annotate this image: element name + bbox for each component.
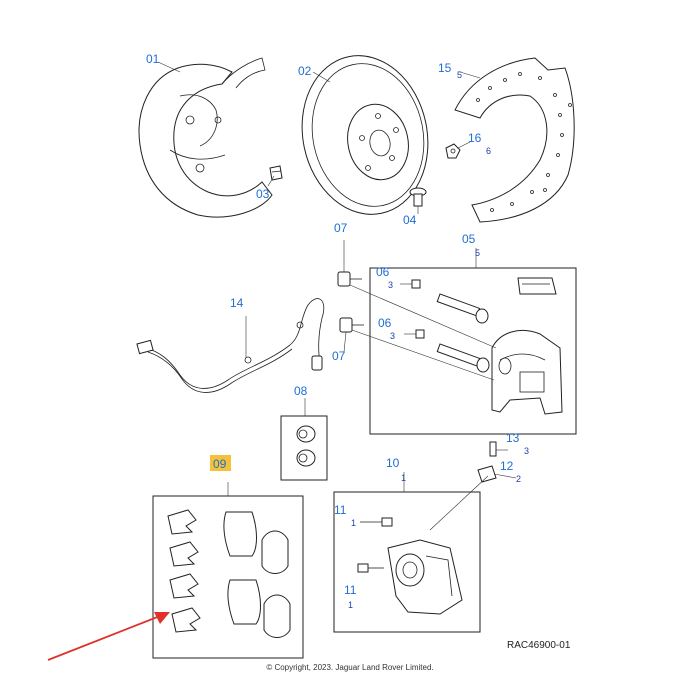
callout-07-upper: 07: [334, 221, 348, 235]
callout-10: 10: [386, 456, 400, 470]
callout-07-lower: 07: [332, 349, 346, 363]
sublabel-12: 2: [516, 474, 521, 484]
sublabel-06-upper: 3: [388, 280, 393, 290]
callout-11-lower: 11: [344, 583, 357, 597]
caliper-box: [333, 491, 481, 633]
reference-code: RAC46900-01: [507, 640, 571, 651]
callout-16: 16: [468, 131, 482, 145]
sublabel-13: 3: [524, 446, 529, 456]
copyright-notice: © Copyright, 2023. Jaguar Land Rover Lim…: [266, 663, 433, 672]
bushing-box: [280, 415, 328, 481]
sublabel-05: 5: [475, 248, 480, 258]
callout-09: 09: [213, 457, 227, 471]
caliper-carrier-box: [369, 267, 577, 435]
pad-clip: [517, 277, 557, 295]
brake-pads: [223, 511, 291, 638]
splash-shield: [454, 57, 575, 223]
callout-03: 03: [256, 187, 270, 201]
sublabel-11-lower: 1: [348, 600, 353, 610]
callout-04: 04: [403, 213, 417, 227]
callout-05: 05: [462, 232, 476, 246]
sublabel-10: 1: [401, 473, 406, 483]
anti-rattle-clips: [167, 509, 201, 633]
callout-06-lower: 06: [378, 316, 392, 330]
guide-pin-lower: [415, 329, 490, 373]
nut: [269, 165, 283, 181]
red-pointer-arrow: [47, 612, 170, 661]
shield-nut: [445, 143, 461, 159]
callout-06-upper: 06: [376, 265, 390, 279]
callout-14: 14: [230, 296, 244, 310]
callout-15: 15: [438, 61, 452, 75]
caliper: [387, 539, 463, 615]
bleed-screw: [429, 441, 497, 531]
sublabel-16: 6: [486, 146, 491, 156]
callout-08: 08: [294, 384, 308, 398]
caliper-carrier: [491, 330, 563, 415]
guide-bolt-upper: [337, 271, 362, 287]
wear-sensor-cable: [136, 298, 325, 393]
brake-disc: [301, 55, 429, 215]
callout-13: 13: [506, 431, 520, 445]
callout-11-upper: 11: [334, 503, 347, 517]
guide-pin-upper: [411, 279, 489, 324]
dust-shield: [138, 57, 273, 218]
callout-12: 12: [500, 459, 514, 473]
callout-highlight: [210, 455, 231, 471]
sublabel-11-upper: 1: [351, 518, 356, 528]
callout-01: 01: [146, 52, 160, 66]
callout-02: 02: [298, 64, 312, 78]
sublabel-06-lower: 3: [390, 331, 395, 341]
caliper-bolts: [357, 517, 393, 573]
disc-screw: [409, 187, 427, 207]
guide-bolt-lower: [339, 317, 364, 333]
sublabel-15: 5: [457, 70, 462, 80]
leader-lines: [157, 61, 517, 496]
bushings: [296, 425, 316, 467]
